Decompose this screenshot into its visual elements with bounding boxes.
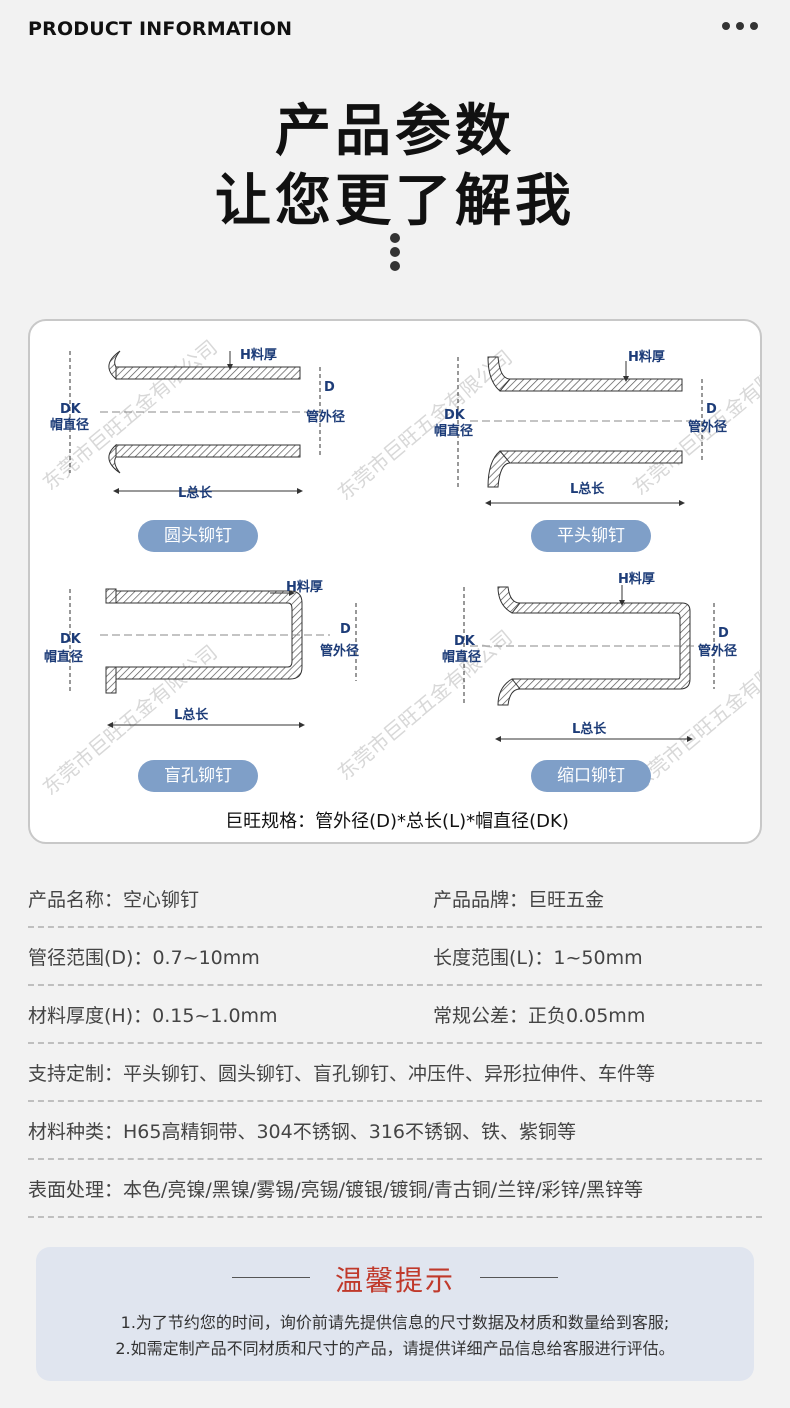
- label-l: L总长: [178, 485, 213, 501]
- label-dk: DK: [60, 632, 82, 647]
- shrink-mouth-rivet-drawing: [463, 585, 715, 742]
- hero-title-line1: 产品参数: [275, 99, 515, 164]
- type-pill-round-head[interactable]: 圆头铆钉: [138, 520, 258, 552]
- spec-row: 材料种类：H65高精铜带、304不锈钢、316不锈钢、铁、紫铜等: [28, 1102, 762, 1160]
- tips-divider-left: [232, 1277, 310, 1278]
- blind-hole-rivet-drawing: [69, 588, 357, 728]
- label-d: D: [324, 380, 335, 395]
- label-h: H料厚: [286, 579, 323, 595]
- header-title: PRODUCT INFORMATION: [28, 18, 293, 40]
- rivet-diagrams: 东莞市巨旺五金有限公司 东莞市巨旺五金有限公司 东莞市巨旺五金有限公司 东莞市巨…: [38, 335, 760, 800]
- tips-box: 温馨提示 1.为了节约您的时间，询价前请先提供信息的尺寸数据及材质和数量给到客服…: [36, 1247, 754, 1381]
- label-d-name: 管外径: [698, 643, 737, 659]
- spec-tolerance: 常规公差：正负0.05mm: [433, 1004, 646, 1027]
- flat-head-rivet-drawing: [457, 356, 703, 506]
- label-d: D: [718, 626, 729, 641]
- label-l: L总长: [174, 707, 209, 723]
- spec-materials: 材料种类：H65高精铜带、304不锈钢、316不锈钢、铁、紫铜等: [28, 1120, 576, 1143]
- tips-line-1: 1.为了节约您的时间，询价前请先提供信息的尺寸数据及材质和数量给到客服;: [120, 1313, 670, 1332]
- label-l: L总长: [570, 481, 605, 497]
- label-d-name: 管外径: [320, 643, 359, 659]
- type-pill-blind-hole[interactable]: 盲孔铆钉: [138, 760, 258, 792]
- spec-row: 表面处理：本色/亮镍/黑镍/雾锡/亮锡/镀银/镀铜/青古铜/兰锌/彩锌/黑锌等: [28, 1160, 762, 1218]
- spec-table: 产品名称：空心铆钉 产品品牌：巨旺五金 管径范围(D)：0.7~10mm 长度范…: [28, 870, 762, 1218]
- spec-product-name: 产品名称：空心铆钉: [28, 888, 200, 911]
- label-dk: DK: [60, 402, 82, 417]
- label-d: D: [706, 402, 717, 417]
- label-d-name: 管外径: [306, 409, 345, 425]
- label-dk-name: 帽直径: [434, 423, 473, 439]
- spec-format: 巨旺规格：管外径(D)*总长(L)*帽直径(DK): [225, 811, 569, 832]
- watermark: 东莞市巨旺五金有限公司: [333, 625, 517, 785]
- spec-row: 支持定制：平头铆钉、圆头铆钉、盲孔铆钉、冲压件、异形拉伸件、车件等: [28, 1044, 762, 1102]
- label-l: L总长: [572, 721, 607, 737]
- type-pill-shrink-mouth[interactable]: 缩口铆钉: [531, 760, 651, 792]
- spec-surface-treatment: 表面处理：本色/亮镍/黑镍/雾锡/亮锡/镀银/镀铜/青古铜/兰锌/彩锌/黑锌等: [28, 1178, 644, 1201]
- label-dk-name: 帽直径: [44, 649, 83, 665]
- label-h: H料厚: [618, 571, 655, 587]
- rivet-diagram-card: 东莞市巨旺五金有限公司 东莞市巨旺五金有限公司 东莞市巨旺五金有限公司 东莞市巨…: [28, 319, 762, 844]
- spec-diameter-range: 管径范围(D)：0.7~10mm: [28, 946, 260, 969]
- spec-row: 管径范围(D)：0.7~10mm 长度范围(L)：1~50mm: [28, 928, 762, 986]
- tips-line-2: 2.如需定制产品不同材质和尺寸的产品，请提供详细产品信息给客服进行评估。: [115, 1339, 675, 1358]
- label-dk-name: 帽直径: [442, 649, 481, 665]
- label-h: H料厚: [240, 347, 277, 363]
- vertical-dots-icon: [390, 233, 400, 275]
- spec-row: 材料厚度(H)：0.15~1.0mm 常规公差：正负0.05mm: [28, 986, 762, 1044]
- tips-divider-right: [480, 1277, 558, 1278]
- label-d-name: 管外径: [688, 419, 727, 435]
- round-head-rivet-drawing: [69, 350, 321, 494]
- spec-customization: 支持定制：平头铆钉、圆头铆钉、盲孔铆钉、冲压件、异形拉伸件、车件等: [28, 1062, 656, 1085]
- type-pill-flat-head[interactable]: 平头铆钉: [531, 520, 651, 552]
- spec-row: 产品名称：空心铆钉 产品品牌：巨旺五金: [28, 870, 762, 928]
- more-icon[interactable]: [722, 22, 758, 30]
- label-h: H料厚: [628, 349, 665, 365]
- tips-title: 温馨提示: [334, 1264, 455, 1297]
- spec-brand: 产品品牌：巨旺五金: [433, 888, 605, 911]
- label-dk: DK: [444, 408, 466, 423]
- label-dk-name: 帽直径: [50, 417, 89, 433]
- spec-length-range: 长度范围(L)：1~50mm: [433, 946, 643, 969]
- spec-thickness: 材料厚度(H)：0.15~1.0mm: [28, 1004, 278, 1027]
- label-d: D: [340, 622, 351, 637]
- label-dk: DK: [454, 634, 476, 649]
- hero-title-line2: 让您更了解我: [215, 169, 575, 234]
